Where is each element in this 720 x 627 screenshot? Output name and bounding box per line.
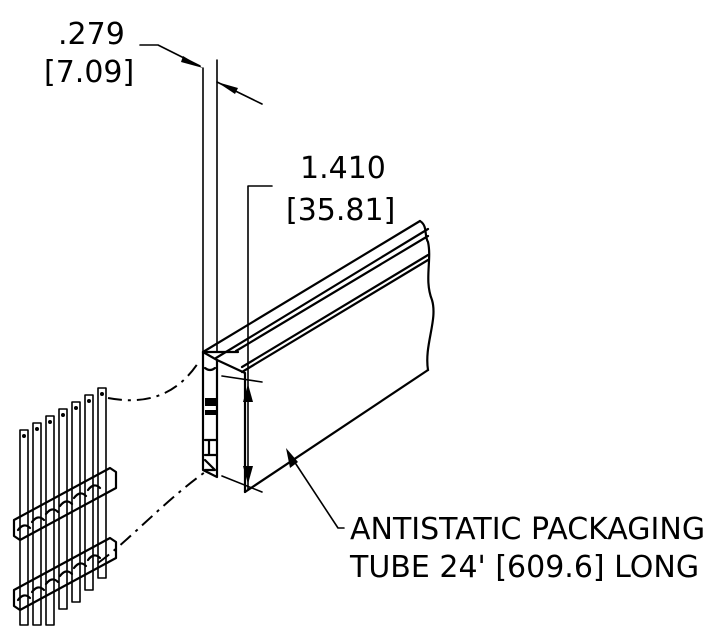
height-dimension-mm: [35.81] (286, 193, 396, 228)
width-dimension-mm: [7.09] (44, 55, 135, 90)
pin-header-components (12, 387, 118, 626)
height-dimension (221, 185, 273, 493)
callout-text-line2: TUBE 24' [609.6] LONG (350, 550, 700, 585)
callout-text-line1: ANTISTATIC PACKAGING (350, 512, 706, 547)
width-dimension (139, 44, 263, 353)
height-dimension-inch: 1.410 (300, 151, 386, 186)
width-dimension-inch: .279 (58, 17, 125, 52)
callout-leader (286, 448, 345, 529)
detail-leaders (97, 359, 209, 564)
packaging-tube (201, 219, 435, 494)
lower-housing (12, 536, 118, 612)
upper-housing (12, 466, 118, 542)
